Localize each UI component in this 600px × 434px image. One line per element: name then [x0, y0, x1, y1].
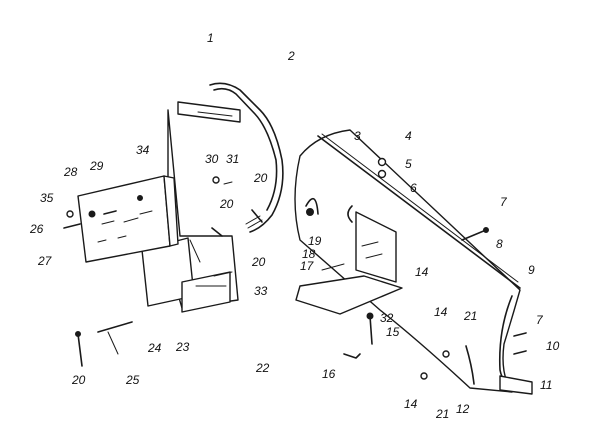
bracket-slot [197, 111, 233, 117]
label-part-20d: 20 [72, 373, 86, 387]
label-part-20b: 20 [220, 197, 234, 211]
bolt-8 [461, 229, 487, 241]
label-part-32: 32 [380, 311, 394, 325]
blade-top-lip [321, 133, 519, 283]
washer-5 [377, 169, 387, 179]
label-part-5: 5 [405, 157, 412, 171]
label-part-3: 3 [354, 129, 361, 143]
label-part-14a: 14 [415, 265, 429, 279]
label-part-27: 27 [38, 254, 52, 268]
bolt-20-lower [77, 333, 83, 367]
pivot-bolts [321, 241, 383, 271]
label-part-10: 10 [546, 339, 560, 353]
label-part-25: 25 [126, 373, 140, 387]
frame-bolt-head-2 [137, 195, 143, 201]
pin-20-middle [211, 227, 223, 237]
pin-20-upper [251, 209, 263, 223]
label-part-21b: 21 [436, 407, 450, 421]
bolt-15-head [366, 312, 374, 320]
label-part-1: 1 [207, 31, 214, 45]
label-part-23: 23 [176, 340, 190, 354]
label-part-35: 35 [40, 191, 54, 205]
spring-19 [305, 197, 319, 215]
label-part-14b: 14 [434, 305, 448, 319]
label-part-8: 8 [496, 237, 503, 251]
label-part-34: 34 [136, 143, 150, 157]
frame-bracket-side [163, 175, 179, 247]
brace-frame [295, 275, 403, 315]
bolt-8-nut [483, 227, 489, 233]
pin-21 [442, 350, 450, 358]
nut-30 [212, 176, 220, 184]
nut-4 [377, 157, 387, 167]
label-part-4: 4 [405, 129, 412, 143]
bolt-26 [63, 223, 81, 229]
label-part-7a: 7 [500, 195, 507, 209]
frame-bracket-bolts [97, 210, 153, 243]
spring-12 [465, 345, 475, 385]
plate-33 [213, 271, 233, 277]
rod-25 [97, 321, 133, 333]
label-part-22: 22 [256, 361, 270, 375]
frame-bracket-front [77, 175, 171, 263]
label-part-14c: 14 [404, 397, 418, 411]
label-part-28: 28 [64, 165, 78, 179]
mount-bracket-top [177, 101, 241, 123]
skid-shoe [499, 375, 533, 395]
clip-16 [343, 353, 361, 359]
pin-21-b [420, 372, 428, 380]
pivot-detail [189, 239, 227, 287]
bolt-29 [103, 210, 117, 215]
label-part-30: 30 [205, 152, 219, 166]
label-part-2: 2 [288, 49, 295, 63]
label-part-16: 16 [322, 367, 336, 381]
handle-bar-inner [213, 87, 278, 211]
label-part-6: 6 [410, 181, 417, 195]
angle-bracket [181, 271, 231, 313]
bolt-20-lower-head [75, 331, 81, 337]
label-part-9: 9 [528, 263, 535, 277]
bolt-10-a [513, 332, 527, 337]
bolt-15 [369, 315, 373, 345]
label-part-19: 19 [308, 234, 322, 248]
label-part-15: 15 [386, 325, 400, 339]
label-part-17: 17 [300, 259, 314, 273]
label-part-24: 24 [148, 341, 162, 355]
bolt-10-b [513, 350, 527, 355]
handle-bar [209, 82, 284, 233]
spring-hook [306, 208, 314, 216]
label-part-33: 33 [254, 284, 268, 298]
label-part-21a: 21 [464, 309, 478, 323]
frame-bolt-head [88, 210, 96, 218]
label-part-26: 26 [30, 222, 44, 236]
label-part-20a: 20 [254, 171, 268, 185]
label-part-18: 18 [302, 247, 316, 261]
pivot-post [355, 211, 397, 283]
washer-35 [66, 210, 74, 218]
label-part-12: 12 [456, 402, 470, 416]
label-part-31: 31 [226, 152, 240, 166]
label-part-20c: 20 [252, 255, 266, 269]
label-part-29: 29 [90, 159, 104, 173]
bolt-31 [223, 181, 233, 185]
label-part-7b: 7 [536, 313, 543, 327]
blade-top-edge [317, 135, 521, 289]
hook-pin [347, 205, 353, 223]
rod-25-link [107, 331, 119, 355]
label-part-11: 11 [540, 378, 553, 392]
